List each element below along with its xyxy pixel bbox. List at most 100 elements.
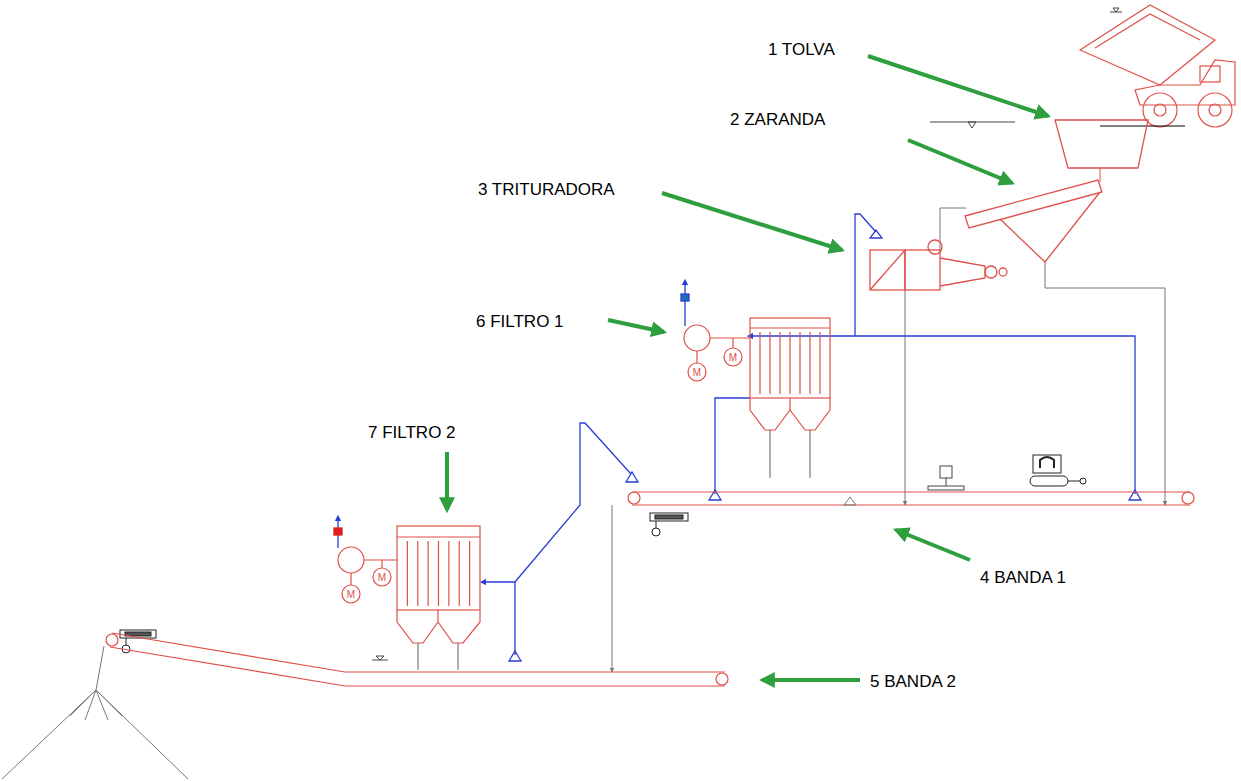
plant-illustration — [1100, 168, 1101, 182]
motor-letter: M — [729, 352, 737, 363]
level-marks — [376, 656, 384, 660]
crusher — [870, 240, 1007, 290]
dump-truck — [1198, 93, 1232, 127]
callout-label: 7 FILTRO 2 — [368, 423, 456, 443]
dust-duct — [870, 230, 882, 238]
level-marks — [968, 122, 976, 128]
idler — [844, 497, 856, 505]
bag-filter — [790, 398, 830, 430]
bag-filter — [799, 332, 800, 394]
bag-filter — [732, 338, 733, 348]
conveyor-belt — [106, 633, 728, 686]
chute-lines — [1045, 262, 1165, 505]
dump-truck — [1080, 5, 1235, 127]
dump-truck — [1080, 5, 1215, 85]
dust-duct — [855, 336, 1135, 494]
magnet-separator — [1080, 478, 1086, 484]
bag-filter — [684, 325, 710, 351]
crusher — [870, 250, 905, 290]
callout-arrows — [868, 56, 1048, 116]
bag-filter — [759, 332, 760, 394]
callout-label: 1 TOLVA — [768, 40, 835, 60]
level-marks — [1113, 8, 1119, 12]
callout-arrows — [908, 140, 1012, 183]
level-marks — [1100, 126, 1185, 127]
magnet-separator — [1040, 457, 1054, 468]
bag-filter — [457, 643, 458, 670]
belt-scale — [928, 466, 964, 490]
callout-label: 6 FILTRO 1 — [476, 312, 564, 332]
bag-filter — [724, 348, 742, 366]
belt-scale — [946, 478, 947, 486]
belt-drive — [652, 528, 660, 536]
vibrating-screen — [965, 180, 1102, 228]
stockpile — [70, 690, 122, 720]
bag-filter — [809, 332, 810, 394]
bag-filter — [469, 541, 470, 606]
bag-filter — [459, 541, 460, 606]
belt-drive — [120, 513, 688, 653]
dump-truck — [1135, 60, 1235, 105]
conveyor-belt — [628, 492, 1194, 505]
callout-label: 2 ZARANDA — [730, 110, 825, 130]
crusher — [999, 268, 1007, 276]
bag-filter — [448, 541, 449, 606]
level-marks — [372, 8, 1185, 660]
bag-filter — [381, 560, 382, 568]
belt-scale — [940, 466, 952, 478]
bag-filter — [350, 573, 351, 585]
bag-filter — [428, 541, 429, 606]
conveyor-belt — [1182, 492, 1194, 504]
conveyor-belt — [112, 633, 725, 672]
chute-lines — [612, 208, 1165, 672]
dump-truck — [1200, 66, 1220, 82]
callout-arrows — [762, 678, 860, 682]
dust-duct — [334, 423, 638, 661]
conveyor-belt — [106, 634, 118, 646]
belt-scale — [928, 486, 964, 490]
callout-arrows — [608, 320, 664, 332]
callout-arrows — [447, 56, 1048, 680]
bag-filter — [760, 332, 820, 394]
stockpile — [96, 646, 104, 690]
magnet-separator — [1033, 455, 1061, 473]
bag-filter — [397, 610, 438, 643]
dust-duct — [681, 214, 1141, 500]
bag-filter — [438, 541, 439, 606]
bag-filter — [779, 332, 780, 394]
conveyor-belt — [632, 491, 1190, 492]
dust-duct — [483, 423, 631, 582]
dust-duct — [715, 398, 750, 494]
dust-duct — [514, 582, 515, 655]
bag-filter — [819, 332, 820, 394]
conveyor-belt — [632, 504, 1190, 505]
belt-drive — [656, 521, 657, 528]
bag-filter — [397, 536, 480, 537]
callout-label: 3 TRITURADORA — [478, 180, 615, 200]
bag-filter — [407, 541, 408, 606]
bag-filter — [438, 610, 480, 643]
crusher — [940, 258, 985, 286]
vibrating-screen — [1000, 192, 1100, 262]
bag-filter — [750, 318, 830, 398]
conveyor-belt — [110, 647, 725, 686]
bag-filter — [417, 541, 418, 606]
callout-label: 4 BANDA 1 — [980, 568, 1066, 588]
bag-filter — [710, 337, 750, 338]
bag-filter — [373, 568, 391, 586]
bag-filter — [684, 318, 830, 478]
conveyor-belt — [716, 673, 728, 685]
motor-letter: M — [347, 589, 355, 600]
bag-filter — [750, 327, 830, 328]
bag-filter — [364, 559, 397, 560]
bag-filter — [407, 541, 469, 606]
bag-filter — [769, 332, 770, 394]
magnet-separator — [1030, 455, 1086, 486]
belt-drive — [650, 513, 688, 521]
callout-arrows — [662, 193, 842, 250]
bag-filter — [789, 332, 790, 394]
chute-lines — [905, 290, 906, 505]
dust-duct — [626, 472, 638, 482]
